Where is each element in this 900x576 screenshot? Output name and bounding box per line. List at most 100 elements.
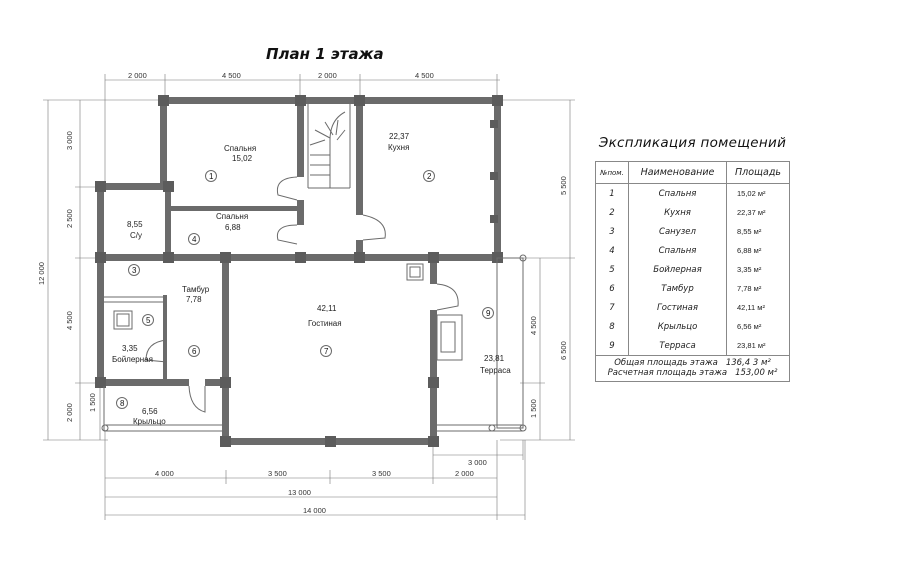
legend-header-num: №пом. <box>595 161 629 184</box>
legend-row-num: 6 <box>595 279 629 298</box>
legend-row-name: Терраса <box>628 336 727 356</box>
total-area-value: 136,4 3 м² <box>725 358 771 368</box>
room-9-num: 9 <box>486 309 491 318</box>
boiler-name: Бойлерная <box>112 355 153 364</box>
plan-title: План 1 этажа <box>266 45 384 63</box>
legend-row-name: Спальня <box>628 241 727 260</box>
dim-right-3: 6 500 <box>559 341 568 360</box>
legend-header-area: Площадь <box>726 161 790 184</box>
room-7-area: 42,11 <box>317 304 337 313</box>
legend-row-num: 9 <box>595 336 629 356</box>
legend-row-name: Кухня <box>628 203 727 222</box>
legend-row-num: 2 <box>595 203 629 222</box>
thin-elements <box>101 104 527 432</box>
legend-row-area: 8,55 м² <box>726 222 790 241</box>
legend-title: Экспликация помещений <box>598 135 787 151</box>
legend-row-area: 15,02 м² <box>726 183 790 203</box>
dim-right-4: 1 500 <box>529 399 538 418</box>
room-8-num: 8 <box>120 399 125 408</box>
room-9-area: 23,81 <box>484 354 505 363</box>
room-4-area: 6,88 <box>225 223 241 232</box>
boiler-area: 3,35 <box>122 344 138 353</box>
legend-row-name: Бойлерная <box>628 260 727 279</box>
legend-row-num: 3 <box>595 222 629 241</box>
room-3-name: С/у <box>130 231 142 240</box>
dim-right-2: 4 500 <box>529 316 538 335</box>
dim-left-4: 2 000 <box>65 403 74 422</box>
legend-row-area: 23,81 м² <box>726 336 790 356</box>
legend-row-name: Крыльцо <box>628 317 727 336</box>
dim-top-2: 4 500 <box>222 71 241 80</box>
dimension-labels: 2 000 4 500 2 000 4 500 3 000 2 500 4 50… <box>37 71 568 515</box>
room-explication: Экспликация помещений №пом. Наименование… <box>595 135 790 382</box>
total-area-label: Общая площадь этажа <box>614 358 718 368</box>
room-5-num: 5 <box>146 316 151 325</box>
dim-left-small: 1 500 <box>88 393 97 412</box>
calc-area-label: Расчетная площадь этажа <box>607 368 728 378</box>
dim-right-1: 5 500 <box>559 176 568 195</box>
legend-row-num: 7 <box>595 298 629 317</box>
legend-row-name: Гостиная <box>628 298 727 317</box>
room-3-area: 8,55 <box>127 220 143 229</box>
room-2-name: Кухня <box>388 143 409 152</box>
legend-row-name: Спальня <box>628 183 727 203</box>
legend-row-area: 3,35 м² <box>726 260 790 279</box>
dim-total-13: 13 000 <box>288 488 311 497</box>
dim-top-1: 2 000 <box>128 71 147 80</box>
dim-left-1: 3 000 <box>65 131 74 150</box>
legend-row-name: Тамбур <box>628 279 727 298</box>
room-7-num: 7 <box>324 347 329 356</box>
dim-left-total: 12 000 <box>37 262 46 285</box>
room-8-name: Крыльцо <box>133 417 166 426</box>
calc-area-value: 153,00 м² <box>735 368 778 378</box>
dim-bottom-2: 3 500 <box>268 469 287 478</box>
legend-row-area: 7,78 м² <box>726 279 790 298</box>
legend-header-name: Наименование <box>628 161 727 184</box>
dim-bottom-right: 3 000 <box>468 458 487 467</box>
dim-bottom-3: 3 500 <box>372 469 391 478</box>
room-8-area: 6,56 <box>142 407 158 416</box>
dim-total-14: 14 000 <box>303 506 326 515</box>
dim-top-3: 2 000 <box>318 71 337 80</box>
legend-row-num: 5 <box>595 260 629 279</box>
legend-row-area: 6,88 м² <box>726 241 790 260</box>
room-4-name: Спальня <box>216 212 248 221</box>
room-6-area: 7,78 <box>186 295 202 304</box>
dim-left-2: 2 500 <box>65 209 74 228</box>
dim-bottom-4: 2 000 <box>455 469 474 478</box>
dim-left-3: 4 500 <box>65 311 74 330</box>
room-6-num: 6 <box>192 347 197 356</box>
room-1-area: 15,02 <box>232 154 253 163</box>
legend-header-row: №пом. Наименование Площадь <box>595 161 790 184</box>
wall-posts <box>95 95 503 447</box>
room-2-num: 2 <box>427 172 432 181</box>
legend-row-num: 8 <box>595 317 629 336</box>
legend-row-area: 22,37 м² <box>726 203 790 222</box>
legend-row-name: Санузел <box>628 222 727 241</box>
legend-row-area: 42,11 м² <box>726 298 790 317</box>
legend-row-num: 4 <box>595 241 629 260</box>
room-3-num: 3 <box>132 266 137 275</box>
room-2-area: 22,37 <box>389 132 410 141</box>
legend-totals: Общая площадь этажа 136,4 3 м² Расчетная … <box>595 356 790 382</box>
walls <box>97 97 501 445</box>
room-1-name: Спальня <box>224 144 256 153</box>
dim-bottom-1: 4 000 <box>155 469 174 478</box>
room-6-name: Тамбур <box>182 285 210 294</box>
room-1-num: 1 <box>209 172 214 181</box>
dim-top-4: 4 500 <box>415 71 434 80</box>
room-7-name: Гостиная <box>308 319 342 328</box>
room-labels: Спальня 15,02 1 22,37 Кухня 2 8,55 С/у 3… <box>112 132 511 426</box>
room-9-name: Терраса <box>480 366 511 375</box>
